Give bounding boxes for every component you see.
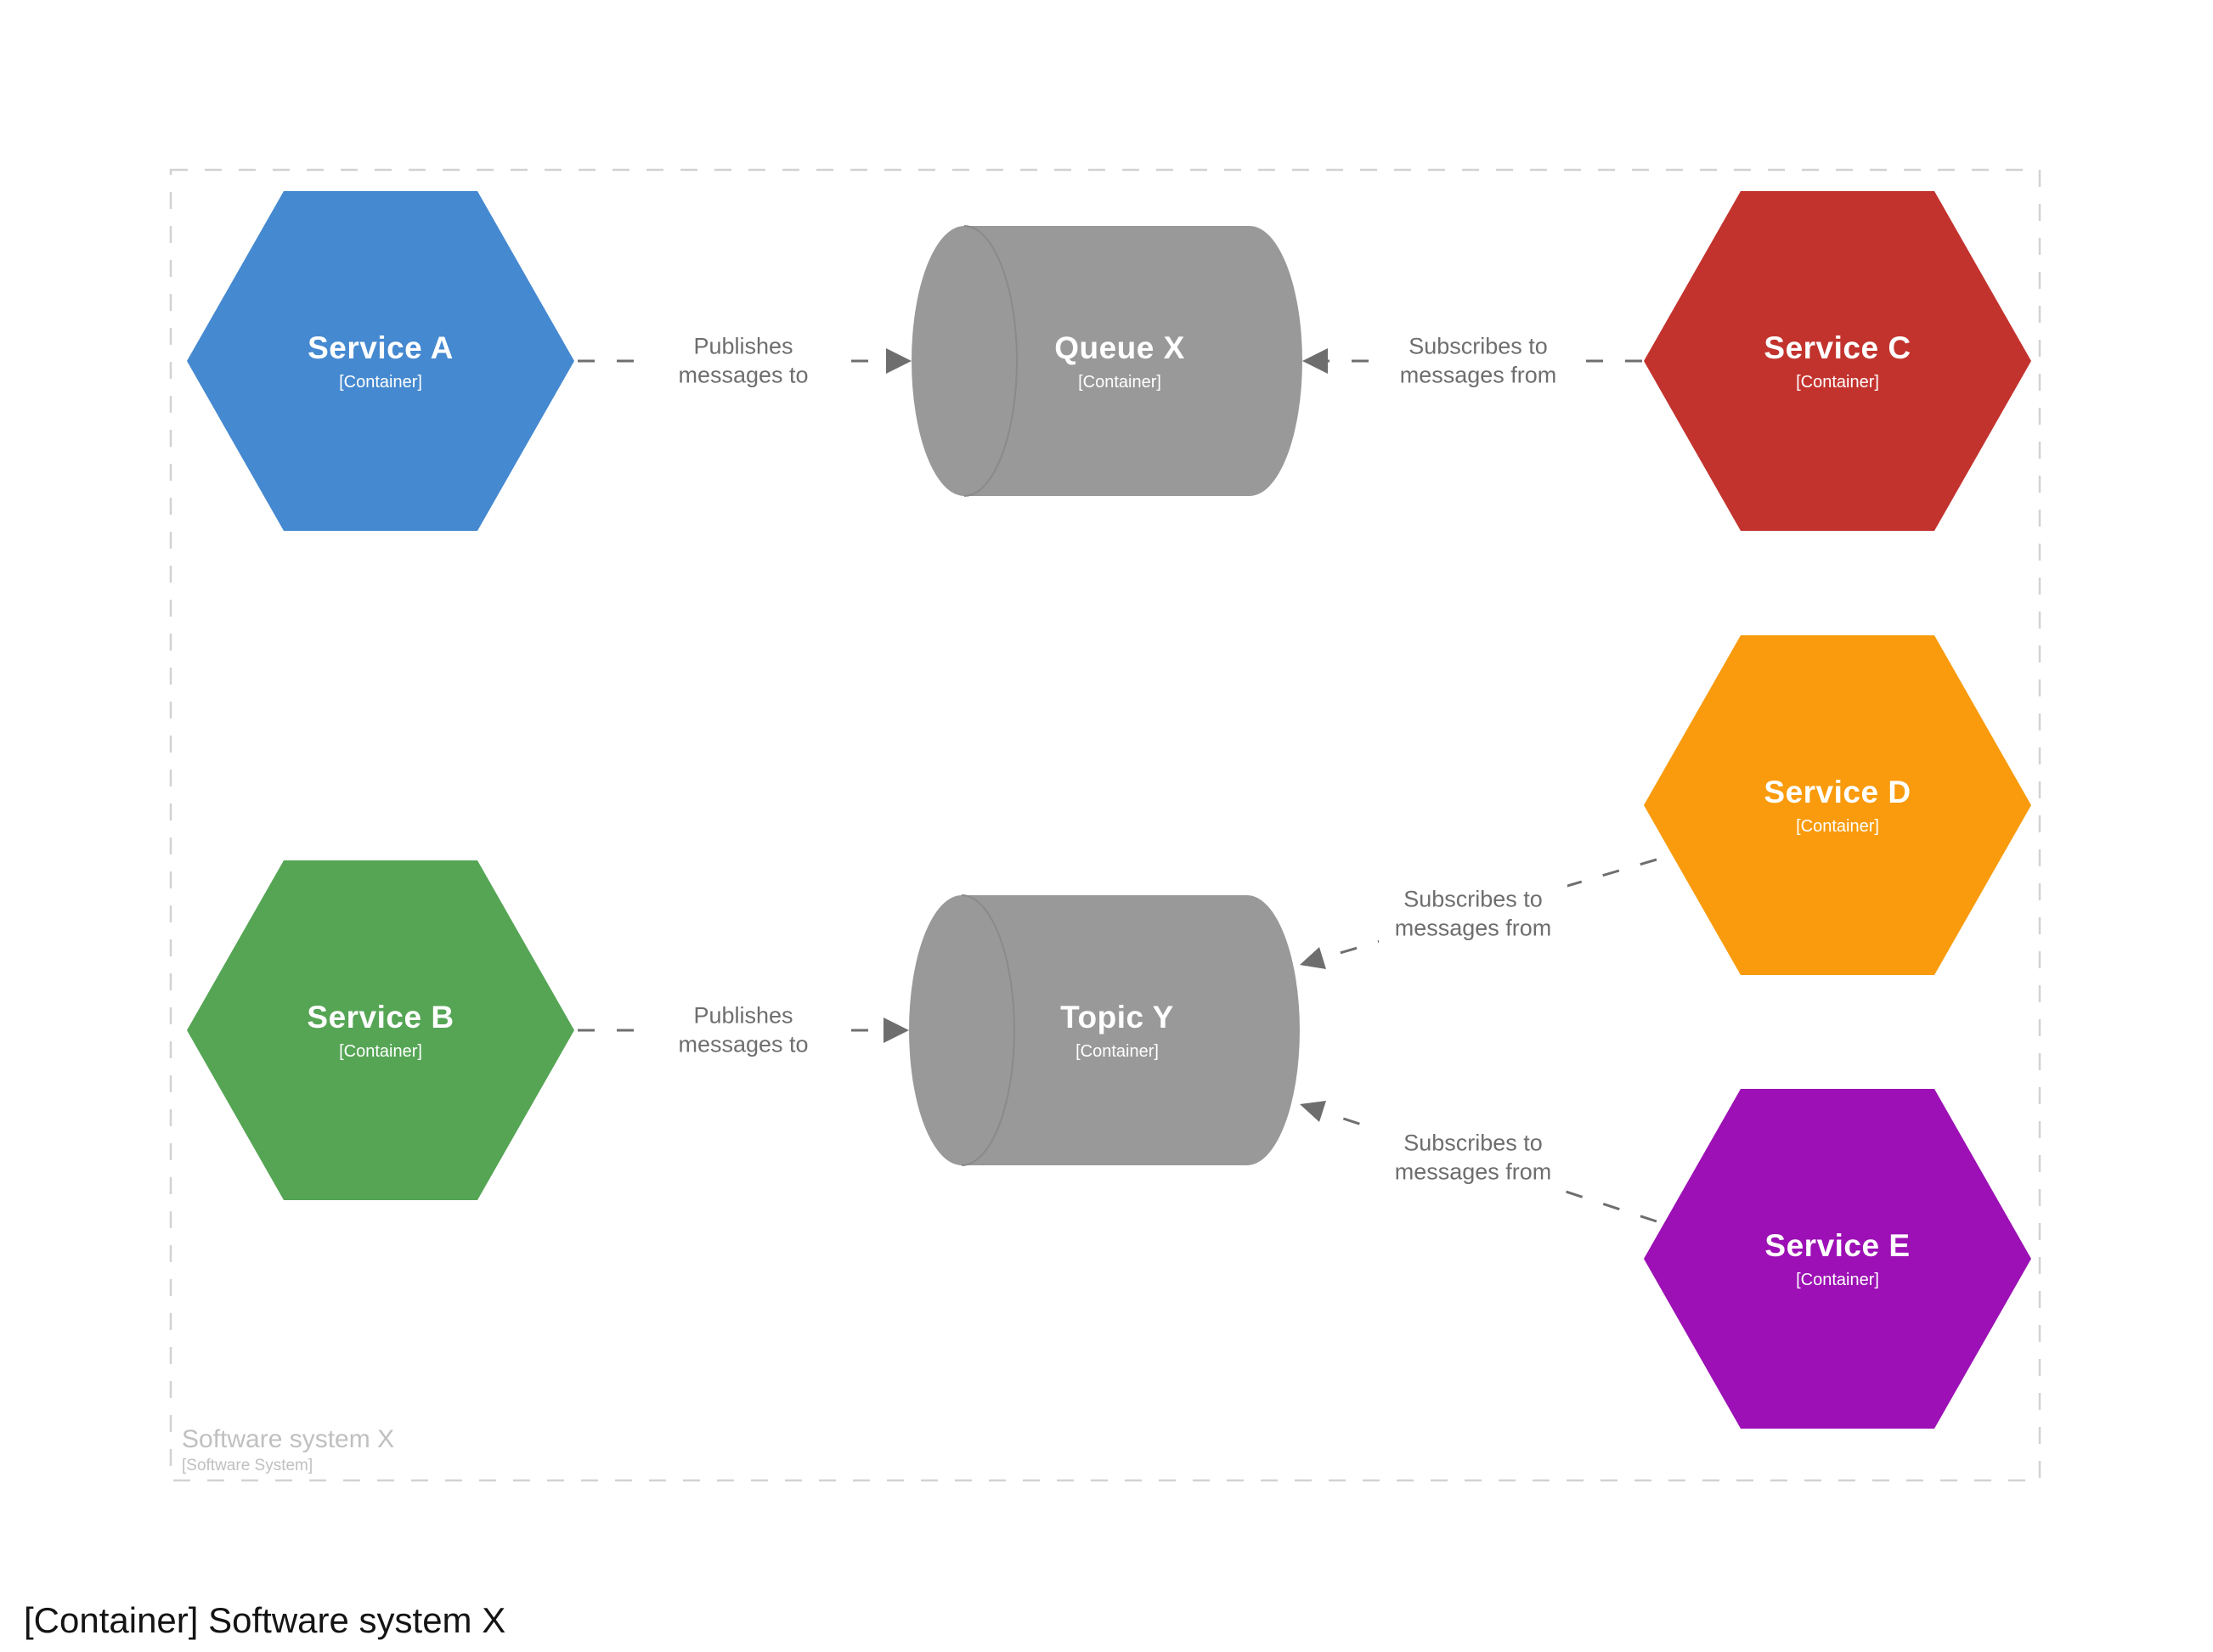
node-service-e-meta: [Container] [1796, 1270, 1879, 1289]
node-topic-y-label: Topic Y [Container] [909, 894, 1300, 1167]
node-queue-x-meta: [Container] [1078, 372, 1161, 392]
rel-label-b-to-topic: Publishes messages to [649, 999, 838, 1062]
node-service-d[interactable]: Service D [Container] [1644, 635, 2031, 975]
arrowhead-e-to-topic-icon [1300, 1101, 1326, 1122]
node-service-a[interactable]: Service A [Container] [187, 191, 574, 531]
node-service-b-name: Service B [307, 999, 454, 1035]
node-service-d-meta: [Container] [1796, 816, 1879, 836]
node-service-b-meta: [Container] [339, 1041, 422, 1061]
queue-x-cylinder-cap-line [963, 225, 1018, 497]
queue-x-cylinder-icon [912, 225, 1302, 497]
node-topic-y-meta: [Container] [1075, 1041, 1159, 1061]
arrowhead-a-to-queue-icon [886, 348, 912, 374]
topic-y-cylinder-icon [909, 894, 1300, 1166]
node-service-b[interactable]: Service B [Container] [187, 860, 574, 1200]
arrowhead-b-to-topic-icon [884, 1018, 909, 1043]
node-service-e[interactable]: Service E [Container] [1644, 1089, 2031, 1429]
node-service-c-meta: [Container] [1796, 372, 1879, 392]
page-title: [Container] Software system X [24, 1600, 506, 1640]
system-boundary-meta: [Software System] [182, 1457, 313, 1474]
arrowhead-d-to-topic-icon [1300, 947, 1326, 969]
node-service-d-name: Service D [1764, 774, 1911, 809]
rel-label-d-from-topic: Subscribes to messages from [1379, 882, 1567, 945]
node-service-c-name: Service C [1764, 330, 1911, 365]
node-service-c[interactable]: Service C [Container] [1644, 191, 2031, 531]
system-boundary-name: Software system X [182, 1425, 395, 1453]
rel-label-e-from-topic: Subscribes to messages from [1379, 1126, 1567, 1189]
node-queue-x-label: Queue X [Container] [912, 224, 1302, 498]
node-topic-y-name: Topic Y [1060, 999, 1174, 1035]
node-service-e-name: Service E [1764, 1227, 1911, 1263]
node-service-a-meta: [Container] [339, 372, 422, 392]
node-service-a-name: Service A [308, 330, 454, 365]
arrowhead-c-to-queue-icon [1302, 348, 1328, 374]
rel-label-a-to-queue: Publishes messages to [649, 330, 838, 392]
rel-label-c-from-queue: Subscribes to messages from [1384, 330, 1572, 392]
system-boundary-label: Software system X [Software System] [182, 1425, 394, 1475]
topic-y-cylinder-cap-line [961, 894, 1015, 1166]
node-queue-x-name: Queue X [1054, 330, 1185, 365]
node-topic-y[interactable]: Topic Y [Container] [909, 894, 1300, 1167]
node-queue-x[interactable]: Queue X [Container] [912, 224, 1302, 498]
